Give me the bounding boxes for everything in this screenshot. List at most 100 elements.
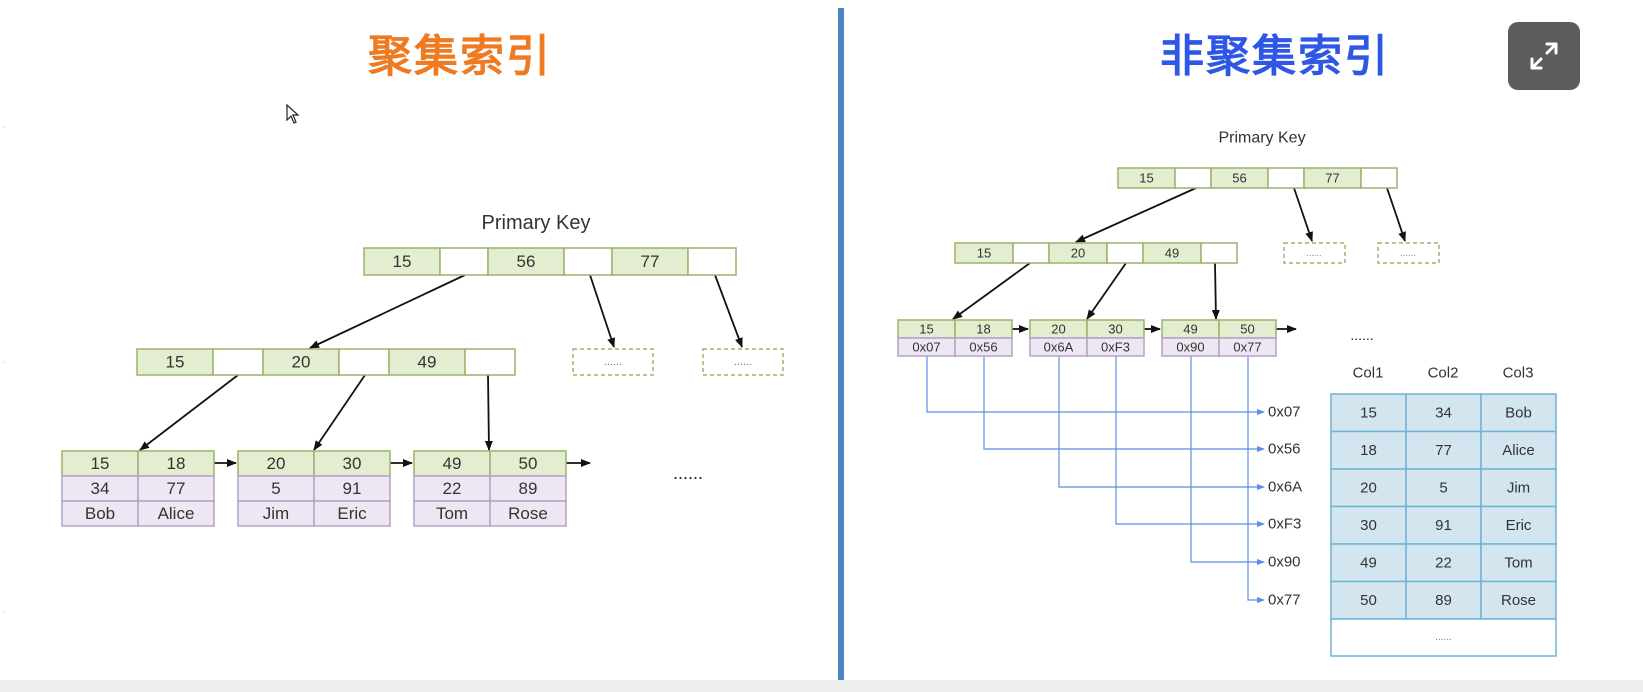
left-leaf-key: 30 — [343, 454, 362, 473]
right-internal-to-leaf-arrow — [1086, 262, 1127, 320]
right-placeholder-text: ...... — [1306, 248, 1321, 258]
table-cell-text: Bob — [1505, 404, 1532, 421]
left-leaf-key: 50 — [519, 454, 538, 473]
left-internal-node-pointer-cell — [338, 348, 390, 376]
right-placeholder-node — [1377, 242, 1440, 264]
pointer-line — [1058, 356, 1265, 490]
left-internal-node-pointer-cell — [464, 348, 516, 376]
table-cell — [1330, 430, 1407, 470]
right-root-to-placeholder-arrow — [1386, 187, 1406, 242]
table-cell-text: 34 — [1435, 404, 1452, 421]
table-header: Col1 — [1353, 365, 1384, 382]
table-cell — [1330, 543, 1407, 583]
right-primary-key-label: Primary Key — [1218, 130, 1305, 147]
table-cell-text: Rose — [1501, 592, 1536, 609]
table-cell-text: 18 — [1360, 442, 1377, 459]
table-cell-text: 15 — [1360, 404, 1377, 421]
right-leaf-key: 49 — [1183, 322, 1197, 337]
left-primary-key-label: Primary Key — [482, 212, 591, 234]
left-leaf-key: 15 — [91, 454, 110, 473]
right-leaf-addr-cell — [954, 337, 1013, 357]
left-root-node-key: 56 — [517, 252, 536, 271]
table-header: Col2 — [1428, 365, 1459, 382]
table-footer-row — [1330, 618, 1557, 657]
table-cell-text: 22 — [1435, 554, 1452, 571]
left-leaf-data-cell — [237, 475, 315, 502]
left-leaf-data-cell — [413, 475, 491, 502]
pointer-address: 0x90 — [1268, 554, 1301, 571]
table-cell — [1405, 393, 1482, 433]
left-leaf-value: 5 — [271, 479, 280, 498]
table-cell — [1405, 580, 1482, 620]
table-cell-text: Eric — [1506, 517, 1532, 534]
left-ellipsis: ...... — [673, 463, 703, 483]
right-internal-node-pointer-cell — [1106, 242, 1144, 264]
table-cell-text: 20 — [1360, 479, 1377, 496]
left-root-to-placeholder-arrow — [714, 274, 743, 348]
right-root-node-key: 56 — [1232, 171, 1246, 186]
left-internal-node-key: 49 — [418, 353, 437, 372]
left-leaf-data-cell — [137, 500, 215, 527]
right-root-node-pointer-cell — [1360, 167, 1398, 189]
table-cell — [1480, 580, 1557, 620]
pointer-address: 0x56 — [1268, 441, 1301, 458]
right-leaf-key: 30 — [1108, 322, 1122, 337]
left-internal-node-pointer-cell — [212, 348, 264, 376]
left-leaf-name: Rose — [508, 504, 548, 523]
table-cell-text: 77 — [1435, 442, 1452, 459]
left-leaf-name: Bob — [85, 504, 115, 523]
left-internal-to-leaf-arrow — [484, 374, 493, 451]
right-leaf-addr: 0x90 — [1176, 340, 1204, 355]
right-leaf-addr: 0x77 — [1233, 340, 1261, 355]
right-leaf-addr-cell — [1086, 337, 1145, 357]
pointer-address: 0x77 — [1268, 592, 1301, 609]
left-leaf-value: 89 — [519, 479, 538, 498]
left-leaf-data-cell — [313, 500, 391, 527]
right-internal-to-leaf-arrow — [1211, 262, 1220, 320]
left-leaf-name: Jim — [263, 504, 289, 523]
right-internal-node-key: 49 — [1165, 246, 1179, 261]
left-leaf-value: 91 — [343, 479, 362, 498]
expand-icon — [1530, 42, 1558, 70]
right-root-to-internal-arrow — [1075, 187, 1197, 243]
table-cell — [1405, 543, 1482, 583]
table-cell — [1480, 543, 1557, 583]
table-cell-text: Alice — [1502, 442, 1535, 459]
mouse-pointer-icon — [286, 103, 300, 129]
table-cell-text: 30 — [1360, 517, 1377, 534]
right-leaf-addr: 0x6A — [1044, 340, 1074, 355]
left-internal-node-key-cell — [388, 348, 466, 376]
right-leaf-addr: 0x56 — [969, 340, 997, 355]
right-leaf-addr: 0xF3 — [1101, 340, 1130, 355]
clustered-index-title: 聚集索引 — [368, 31, 552, 82]
left-root-node-pointer-cell — [563, 247, 613, 276]
table-cell — [1405, 468, 1482, 508]
right-internal-node-key: 20 — [1071, 246, 1085, 261]
left-root-to-placeholder-arrow — [589, 274, 615, 348]
left-leaf-value: 77 — [167, 479, 186, 498]
left-leaf-data-cell — [489, 500, 567, 527]
right-placeholder-text: ...... — [1400, 248, 1415, 258]
pointer-line — [1190, 356, 1265, 565]
pointer-line — [983, 356, 1265, 452]
left-leaf-key-cell — [61, 450, 139, 477]
right-leaf-key: 50 — [1240, 322, 1254, 337]
right-internal-to-leaf-arrow — [952, 262, 1031, 320]
table-header: Col3 — [1503, 365, 1534, 382]
right-root-node-key: 77 — [1325, 171, 1339, 186]
right-internal-node-pointer-cell — [1012, 242, 1050, 264]
left-root-to-internal-arrow — [309, 274, 466, 349]
left-placeholder-text: ...... — [604, 356, 622, 368]
left-leaf-name: Alice — [158, 504, 195, 523]
table-cell-text: Tom — [1504, 554, 1532, 571]
left-leaf-data-cell — [413, 500, 491, 527]
pointer-address: 0x6A — [1268, 479, 1302, 496]
left-leaf-data-cell — [61, 475, 139, 502]
right-placeholder-node — [1283, 242, 1346, 264]
table-cell-text: 89 — [1435, 592, 1452, 609]
expand-button[interactable] — [1508, 22, 1580, 90]
pointer-address: 0xF3 — [1268, 516, 1301, 533]
left-internal-node-key: 20 — [292, 353, 311, 372]
